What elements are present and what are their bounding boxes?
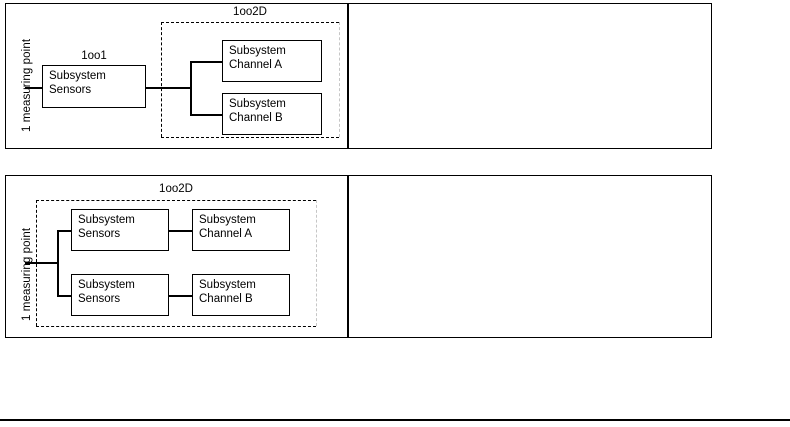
group-boundary-right [339, 22, 340, 137]
group-label-1oo1: 1oo1 [81, 50, 107, 62]
box-line-1: Subsystem [78, 214, 135, 226]
box-line-1: Subsystem [229, 98, 286, 110]
panel-2-diagram-area: 1 measuring point 1oo2D Subsystem Sensor… [6, 176, 347, 337]
panel-2-divider [347, 176, 349, 337]
group-boundary-top [36, 200, 316, 201]
box-line-1: Subsystem [78, 279, 135, 291]
box-line-2: Sensors [78, 227, 121, 240]
box-line-1: Subsystem [199, 279, 256, 291]
diagram-panel-1oo1-1oo2d: 1 measuring point 1oo1 Subsystem Sensors… [5, 3, 712, 149]
box-subsystem-channel-a: Subsystem Channel A [192, 209, 290, 251]
group-label-1oo2d: 1oo2D [233, 6, 267, 18]
wire-branch-to-sensors-b [57, 295, 72, 297]
wire-sensors-b-to-channel-b [168, 295, 193, 297]
box-subsystem-sensors-b: Subsystem Sensors [71, 274, 169, 316]
measuring-point-label: 1 measuring point [21, 38, 33, 132]
box-line-1: Subsystem [229, 45, 286, 57]
panel-1-diagram-area: 1 measuring point 1oo1 Subsystem Sensors… [6, 4, 347, 148]
wire-branch-to-channel-b [190, 114, 223, 116]
group-boundary-bottom [161, 137, 339, 138]
box-line-1: Subsystem [49, 70, 106, 82]
footer-rule [0, 419, 790, 421]
wire-sensors-a-to-channel-a [168, 230, 193, 232]
box-subsystem-channel-b: Subsystem Channel B [222, 93, 322, 135]
box-line-2: Sensors [78, 292, 121, 305]
measuring-point-label: 1 measuring point [21, 227, 33, 321]
group-boundary-top [161, 22, 339, 23]
wire-branch-to-channel-a [190, 61, 223, 63]
group-label-1oo2d: 1oo2D [159, 183, 193, 195]
box-subsystem-sensors-a: Subsystem Sensors [71, 209, 169, 251]
diagram-panel-1oo2d: 1 measuring point 1oo2D Subsystem Sensor… [5, 175, 712, 338]
group-boundary-right [316, 200, 317, 326]
group-boundary-bottom [36, 326, 316, 327]
box-subsystem-sensors: Subsystem Sensors [42, 65, 146, 108]
box-line-2: Channel B [199, 292, 253, 305]
branch-bar [190, 61, 192, 115]
box-line-2: Channel A [199, 227, 253, 240]
branch-bar [57, 230, 59, 296]
box-line-2: Channel B [229, 111, 283, 124]
panel-2-description-area [349, 176, 712, 337]
box-line-2: Sensors [49, 83, 92, 96]
box-line-2: Channel A [229, 58, 283, 71]
box-subsystem-channel-a: Subsystem Channel A [222, 40, 322, 82]
panel-1-description-area [349, 4, 712, 148]
wire-sensors-to-branch [146, 87, 191, 89]
wire-branch-to-sensors-a [57, 230, 72, 232]
input-wire [25, 262, 58, 264]
box-subsystem-channel-b: Subsystem Channel B [192, 274, 290, 316]
box-line-1: Subsystem [199, 214, 256, 226]
input-wire [25, 87, 42, 89]
panel-1-divider [347, 4, 349, 148]
group-boundary-left [161, 22, 162, 137]
